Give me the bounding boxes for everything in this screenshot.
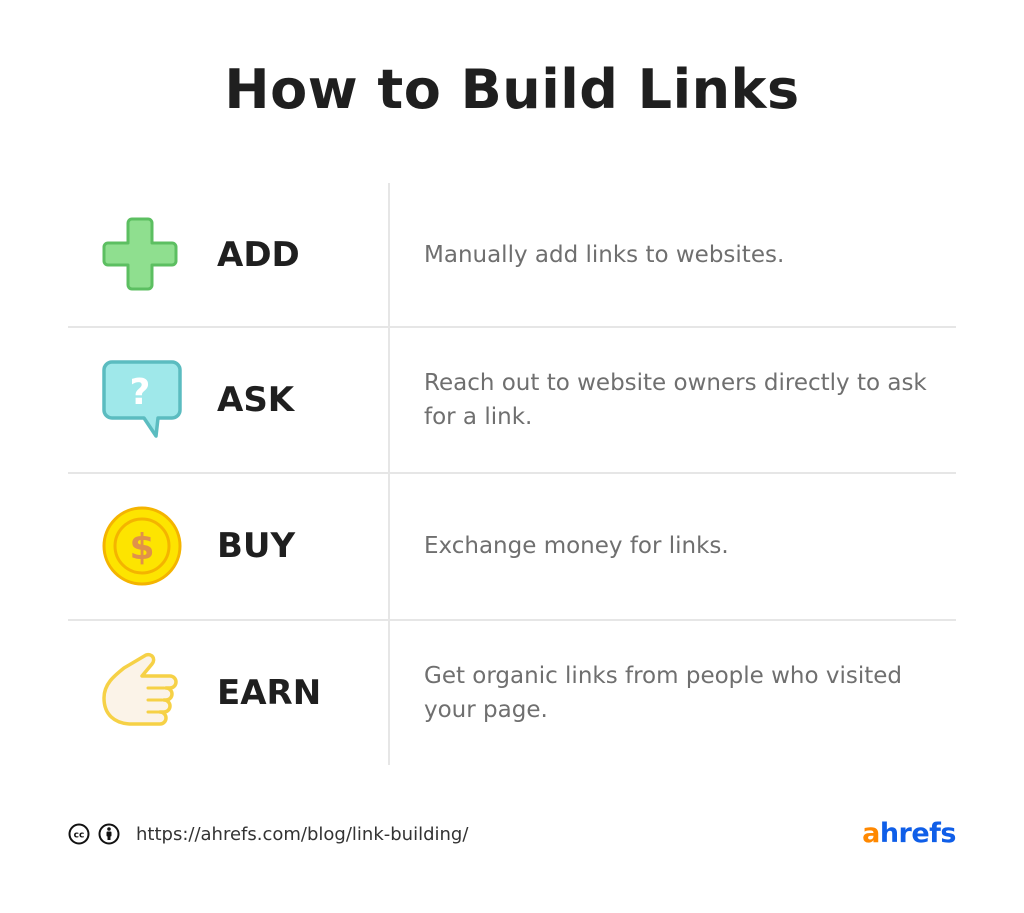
pointing-hand-icon: [100, 651, 184, 735]
footer: cc https://ahrefs.com/blog/link-building…: [68, 820, 468, 848]
question-bubble-icon: ?: [100, 358, 184, 442]
svg-text:cc: cc: [74, 831, 85, 841]
row-divider: [68, 472, 956, 474]
dollar-coin-icon: $: [100, 504, 184, 588]
attribution-icon: [98, 823, 120, 845]
column-divider: [388, 183, 390, 765]
page-title: How to Build Links: [224, 58, 800, 121]
method-description: Exchange money for links.: [424, 533, 729, 559]
method-label: EARN: [217, 673, 322, 713]
method-description: Manually add links to websites.: [424, 242, 785, 268]
source-url[interactable]: https://ahrefs.com/blog/link-building/: [136, 823, 469, 845]
method-label: ASK: [217, 380, 295, 420]
logo-letter-a: a: [862, 818, 880, 849]
plus-icon: [100, 213, 184, 297]
row-divider: [68, 326, 956, 328]
method-row-add: ADD Manually add links to websites.: [68, 183, 956, 327]
svg-text:?: ?: [130, 372, 151, 413]
method-description: Get organic links from people who visite…: [424, 663, 903, 723]
method-label: ADD: [217, 235, 300, 275]
method-description: Reach out to website owners directly to …: [424, 370, 927, 430]
method-row-buy: $ BUY Exchange money for links.: [68, 474, 956, 618]
method-row-ask: ? ASK Reach out to website owners direct…: [68, 328, 956, 472]
svg-text:$: $: [129, 527, 154, 568]
method-row-earn: EARN Get organic links from people who v…: [68, 621, 956, 765]
ahrefs-logo: ahrefs: [862, 818, 956, 849]
method-label: BUY: [217, 526, 296, 566]
row-divider: [68, 619, 956, 621]
creative-commons-icon: cc: [68, 823, 90, 845]
logo-text: hrefs: [879, 818, 957, 849]
